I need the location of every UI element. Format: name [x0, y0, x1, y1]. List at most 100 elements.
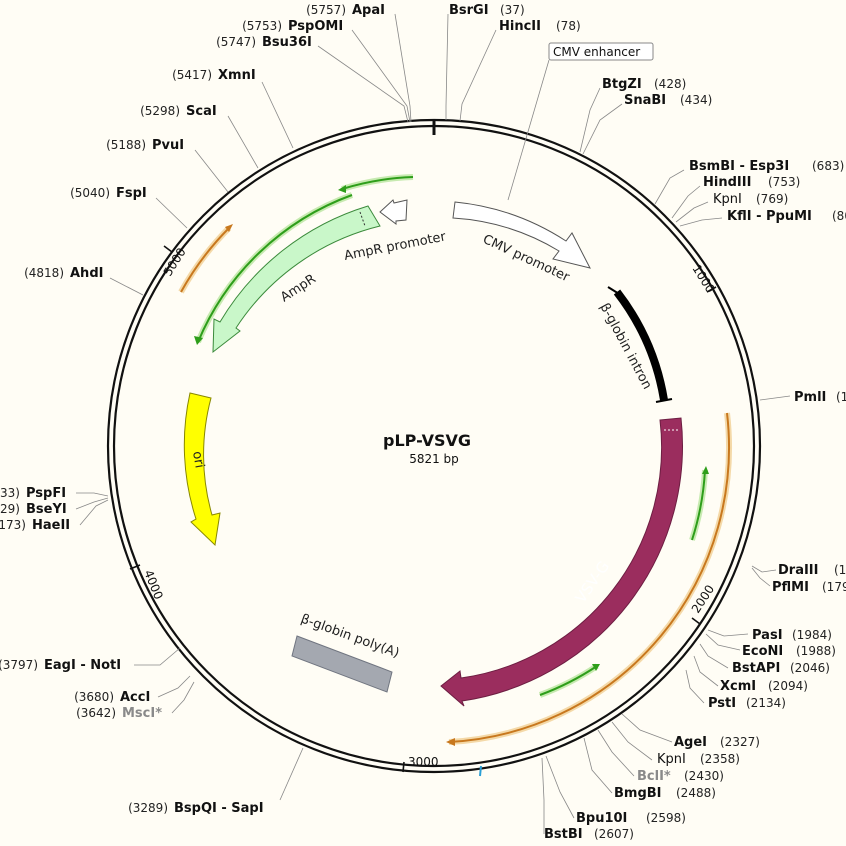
tick-3000-mark: [402, 761, 405, 773]
site-bpu10i[interactable]: Bpu10I (2598): [576, 811, 686, 826]
site-name: KflI - PpuMI: [727, 209, 812, 224]
site-name: BstBI: [544, 827, 583, 842]
site-name: BseYI: [26, 502, 67, 517]
ori-label: ori: [189, 450, 207, 469]
site-pos: (78): [556, 19, 581, 33]
site-pspfi[interactable]: (33) PspFI: [0, 486, 66, 501]
site-name: BtgZI: [602, 77, 642, 92]
orf-green-right: [691, 469, 706, 541]
site-msci[interactable]: (3642) MscI*: [76, 706, 162, 721]
tick-5000-mark: [163, 245, 173, 253]
site-pmli[interactable]: PmlI (1): [794, 390, 846, 405]
site-pasi[interactable]: PasI (1984): [752, 628, 832, 643]
site-psti[interactable]: PstI (2134): [708, 696, 786, 711]
leader-btgzi: [579, 87, 601, 153]
site-name: BstAPI: [732, 661, 780, 676]
site-name: PmlI: [794, 390, 826, 405]
site-pos: (5753): [242, 19, 282, 33]
site-pos: (2488): [676, 786, 716, 800]
site-bspqi-sapi[interactable]: (3289) BspQI - SapI: [128, 801, 263, 816]
site-fspi[interactable]: (5040) FspI: [70, 186, 147, 201]
leader-snabi: [582, 103, 623, 155]
ampr-label: AmpR: [278, 272, 319, 306]
site-pos: (3642): [76, 706, 116, 720]
plasmid-name: pLP-VSVG: [383, 431, 471, 450]
site-name: ScaI: [186, 104, 217, 119]
bcli-site-mark: [479, 765, 482, 777]
site-pos: (5188): [106, 138, 146, 152]
site-pos: (29): [0, 502, 20, 516]
site-kpni-2358[interactable]: KpnI (2358): [657, 752, 740, 767]
orf-orange-vsvg: [448, 412, 730, 743]
site-acci[interactable]: (3680) AccI: [74, 690, 150, 705]
leader-eagi: [134, 647, 181, 666]
site-name: EagI - NotI: [44, 658, 121, 673]
site-kfli-ppumi[interactable]: KflI - PpuMI (80): [727, 209, 846, 224]
site-pos: (769): [756, 192, 788, 206]
cmv-promoter-arrow: [452, 201, 591, 269]
site-pos: (5747): [216, 35, 256, 49]
site-pvui[interactable]: (5188) PvuI: [106, 138, 184, 153]
site-name: AhdI: [70, 266, 103, 281]
site-pos: (179): [822, 580, 846, 594]
leader-bsrgi: [445, 13, 449, 120]
leader-kfli: [679, 217, 723, 227]
site-ahdi[interactable]: (4818) AhdI: [24, 266, 103, 281]
leader-pvui: [194, 149, 229, 193]
site-hincii[interactable]: HincII (78): [499, 19, 581, 34]
site-bstbi[interactable]: BstBI (2607): [544, 827, 634, 842]
site-pflmi[interactable]: PflMI (179): [772, 580, 846, 595]
leader-bpu10i: [545, 755, 575, 819]
site-bseyi[interactable]: (29) BseYI: [0, 502, 67, 517]
leader-bsu36i: [317, 45, 409, 123]
site-bsu36i[interactable]: (5747) Bsu36I: [216, 35, 312, 50]
leader-bcli: [597, 729, 635, 777]
site-pos: (2134): [746, 696, 786, 710]
site-eagi-noti[interactable]: (3797) EagI - NotI: [0, 658, 121, 673]
site-pos: (3680): [74, 690, 114, 704]
site-name: MscI*: [122, 706, 162, 721]
site-scai[interactable]: (5298) ScaI: [140, 104, 217, 119]
cmv-enhancer-box: [548, 42, 654, 61]
site-xcmi[interactable]: XcmI (2094): [720, 679, 808, 694]
site-draiii[interactable]: DraIII (1): [778, 563, 846, 578]
site-bstapi[interactable]: BstAPI (2046): [732, 661, 830, 676]
site-bsrgi[interactable]: BsrGI (37): [449, 3, 525, 18]
site-pos: (173): [0, 518, 26, 532]
leader-kpni-1: [675, 201, 709, 223]
site-pos: (2327): [720, 735, 760, 749]
leader-pflmi: [751, 567, 771, 587]
site-name: XmnI: [218, 68, 256, 83]
intron-end-cap: [655, 398, 673, 403]
site-pos: (2598): [646, 811, 686, 825]
ampr-promoter-label: AmpR promoter: [343, 229, 448, 264]
site-agei[interactable]: AgeI (2327): [674, 735, 760, 750]
site-bcli[interactable]: BclI* (2430): [637, 769, 724, 784]
site-kpni-769[interactable]: KpnI (769): [713, 192, 788, 207]
leader-bsmbi: [654, 169, 685, 205]
leader-xcmi: [693, 655, 719, 687]
site-xmni[interactable]: (5417) XmnI: [172, 68, 256, 83]
site-bsmbi-esp3i[interactable]: BsmBI - Esp3I (683): [689, 159, 844, 174]
orf-highlight-green-right: [689, 469, 708, 541]
site-snabi[interactable]: SnaBI (434): [624, 93, 712, 108]
site-apai[interactable]: (5757) ApaI: [306, 3, 385, 18]
leader-pspomi: [351, 29, 411, 123]
site-bmgbi[interactable]: BmgBI (2488): [614, 786, 716, 801]
site-name: AccI: [120, 690, 150, 705]
site-name: ApaI: [352, 3, 385, 18]
site-name: PasI: [752, 628, 783, 643]
leader-bstbi: [541, 757, 545, 834]
site-btgzi[interactable]: BtgZI (428): [602, 77, 686, 92]
leader-pasi: [707, 629, 749, 637]
site-name: AgeI: [674, 735, 707, 750]
site-pos: (1): [836, 390, 846, 404]
intron-start-cap: [607, 286, 625, 298]
orf-orange-fspi: [180, 227, 230, 293]
site-hindiii[interactable]: HindIII (753): [703, 175, 800, 190]
site-econi[interactable]: EcoNI (1988): [742, 644, 836, 659]
site-pspomi[interactable]: (5753) PspOMI: [242, 19, 343, 34]
site-haeii[interactable]: (173) HaeII: [0, 518, 70, 533]
orf-orange-vsvg-head: [446, 738, 455, 746]
